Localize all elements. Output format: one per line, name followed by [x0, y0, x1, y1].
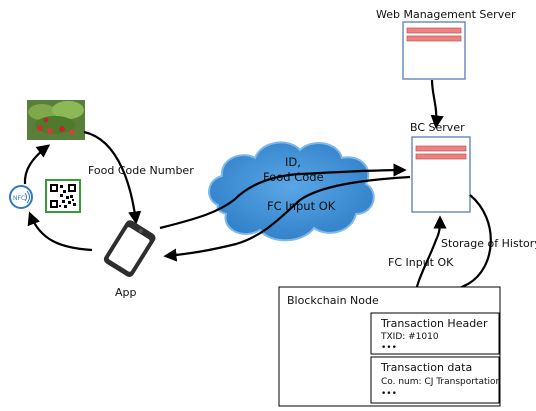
app-to-nfc-arrow — [27, 211, 93, 252]
id-label: ID, — [285, 155, 301, 169]
app-label: App — [115, 286, 137, 299]
transaction-data-title: Transaction data — [380, 361, 472, 374]
plant-to-app-arrow — [83, 130, 142, 225]
smartphone-icon — [103, 220, 156, 277]
storage-history-label: Storage of History — [441, 237, 536, 250]
bc-server-icon — [411, 136, 471, 213]
food-code-label: Food Code — [263, 170, 324, 184]
blockchain-node-box: Blockchain Node Transaction Header TXID:… — [278, 286, 501, 407]
qr-code-icon — [45, 179, 81, 213]
transaction-data-ellipsis: ••• — [381, 389, 397, 399]
transaction-data-company: Co. num: CJ Transportation — [381, 377, 501, 387]
transaction-header-title: Transaction Header — [380, 317, 488, 330]
app-to-bc-arrow — [159, 163, 407, 230]
bc-to-app-arrow — [163, 175, 411, 262]
web-to-bc-arrow — [430, 79, 444, 129]
transaction-header-ellipsis: ••• — [381, 343, 397, 353]
fc-input-ok-right-label: FC Input OK — [388, 256, 454, 269]
nfc-to-plant-arrow — [23, 144, 51, 185]
nfc-icon: NFC — [9, 185, 33, 209]
food-code-number-label: Food Code Number — [88, 164, 194, 177]
nfc-label: NFC — [13, 195, 25, 202]
fc-input-ok-cloud-label: FC Input OK — [267, 199, 336, 213]
blockchain-node-title: Blockchain Node — [287, 294, 379, 307]
transaction-header-block — [370, 312, 500, 355]
plant-icon — [27, 100, 85, 140]
blockchain-to-bc-arrow — [412, 215, 447, 303]
transaction-data-block — [370, 356, 500, 404]
web-server-icon — [402, 21, 466, 80]
cloud-icon — [208, 141, 375, 242]
web-server-label: Web Management Server — [376, 8, 516, 21]
transaction-header-txid: TXID: #1010 — [380, 332, 439, 342]
bc-server-label: BC Server — [410, 121, 465, 134]
